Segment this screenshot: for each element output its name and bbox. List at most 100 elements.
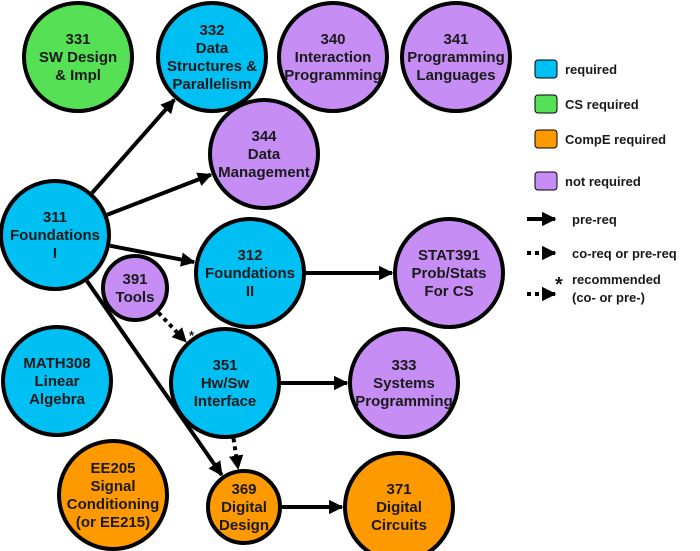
legend-recommended-star: * — [555, 274, 563, 296]
course-circle-c332 — [156, 1, 268, 113]
course-label-c332-line-0: 332 — [199, 22, 224, 39]
course-label-c341-line-0: 341 — [443, 31, 468, 48]
course-label-c369-line-2: Design — [219, 517, 269, 534]
course-label-c312-line-0: 312 — [237, 247, 262, 264]
edge-coreq-c351-to-c369 — [229, 438, 244, 470]
course-label-c331-line-2: & Impl — [55, 67, 101, 84]
course-label-c312-line-1: Foundations — [205, 265, 295, 282]
course-label-math308-line-2: Algebra — [29, 391, 86, 408]
course-label-c341-line-2: Languages — [416, 67, 495, 84]
course-circle-c351 — [169, 327, 281, 439]
legend: required CS required CompE required not … — [527, 59, 677, 305]
course-circle-c311 — [0, 179, 111, 291]
legend-swatch-cs-required — [534, 94, 558, 114]
course-label-c331-line-1: SW Design — [39, 49, 117, 66]
course-circle-c371 — [343, 451, 455, 551]
course-label-c312-line-2: II — [246, 283, 254, 300]
course-label-c340-line-0: 340 — [320, 31, 345, 48]
course-label-c391-line-1: Tools — [116, 289, 155, 306]
legend-swatch-not-required — [534, 171, 558, 191]
course-label-stat391-line-0: STAT391 — [418, 247, 480, 264]
course-label-c311-line-2: I — [53, 245, 57, 262]
course-label-c344-line-0: 344 — [251, 128, 277, 145]
course-circle-c344 — [208, 98, 320, 210]
course-circle-c391 — [101, 254, 169, 322]
course-label-c333-line-0: 333 — [391, 357, 416, 374]
course-label-c333-line-1: Systems — [373, 375, 435, 392]
legend-label-required: required — [565, 62, 617, 77]
course-label-c371-line-2: Circuits — [371, 517, 427, 534]
course-label-c340-line-1: Interaction — [295, 49, 372, 66]
course-label-c351-line-2: Interface — [194, 393, 257, 410]
legend-swatch-compe-required — [534, 129, 558, 149]
course-label-c371-line-1: Digital — [376, 499, 422, 516]
course-label-c332-line-3: Parallelism — [172, 76, 251, 93]
course-circle-c341 — [400, 1, 512, 113]
course-label-c340-line-2: Programming — [284, 67, 382, 84]
recommended-edge-star: * — [189, 328, 195, 343]
course-circle-c340 — [277, 1, 389, 113]
course-circle-c312 — [194, 217, 306, 329]
edges-layer — [85, 98, 394, 515]
edge-prereq-c311-to-c312 — [109, 243, 196, 267]
course-circle-c333 — [348, 327, 460, 439]
course-label-ee205-line-2: Conditioning — [67, 496, 159, 513]
edge-prereq-c311-to-c332 — [90, 98, 176, 195]
course-label-stat391-line-1: Prob/Stats — [411, 265, 486, 282]
course-label-c351-line-1: Hw/Sw — [201, 375, 250, 392]
edge-prereq-c311-to-c344 — [106, 172, 213, 217]
legend-swatch-required — [534, 59, 558, 79]
course-label-c311-line-0: 311 — [43, 209, 67, 226]
course-label-c369-line-1: Digital — [221, 499, 267, 516]
course-label-c344-line-1: Data — [248, 146, 281, 163]
course-label-math308-line-1: Linear — [34, 373, 79, 390]
course-label-ee205-line-0: EE205 — [90, 460, 135, 477]
course-circle-stat391 — [393, 217, 505, 329]
course-label-c344-line-2: Management — [218, 164, 310, 181]
legend-label-compe-required: CompE required — [565, 132, 666, 147]
course-label-c369-line-0: 369 — [231, 481, 256, 498]
course-label-c332-line-2: Structures & — [167, 58, 257, 75]
legend-label-recommended: recommended — [572, 272, 661, 287]
course-circle-math308 — [1, 325, 113, 437]
legend-label-coreq: co-req or pre-req — [572, 246, 677, 261]
legend-label-prereq: pre-req — [572, 212, 617, 227]
course-label-c351-line-0: 351 — [212, 357, 237, 374]
course-circle-c369 — [206, 469, 282, 545]
legend-label-recommended-sub: (co- or pre-) — [572, 290, 645, 305]
course-label-math308-line-0: MATH308 — [23, 355, 90, 372]
edge-recommended-c391-to-c351 — [156, 311, 188, 343]
course-label-c391-line-0: 391 — [122, 271, 147, 288]
course-label-c311-line-1: Foundations — [10, 227, 100, 244]
course-label-ee205-line-3: (or EE215) — [76, 514, 150, 531]
course-label-c333-line-2: Programming — [355, 393, 453, 410]
course-label-c331-line-0: 331 — [65, 31, 90, 48]
course-label-c341-line-1: Programming — [407, 49, 505, 66]
course-circle-ee205 — [57, 439, 169, 551]
edge-prereq-c311-to-c369 — [85, 279, 224, 477]
legend-label-cs-required: CS required — [565, 97, 639, 112]
legend-label-not-required: not required — [565, 174, 641, 189]
course-label-ee205-line-1: Signal — [90, 478, 135, 495]
course-label-c332-line-1: Data — [196, 40, 229, 57]
course-label-stat391-line-2: For CS — [424, 283, 473, 300]
course-circle-c331 — [22, 1, 134, 113]
course-label-c371-line-0: 371 — [386, 481, 411, 498]
